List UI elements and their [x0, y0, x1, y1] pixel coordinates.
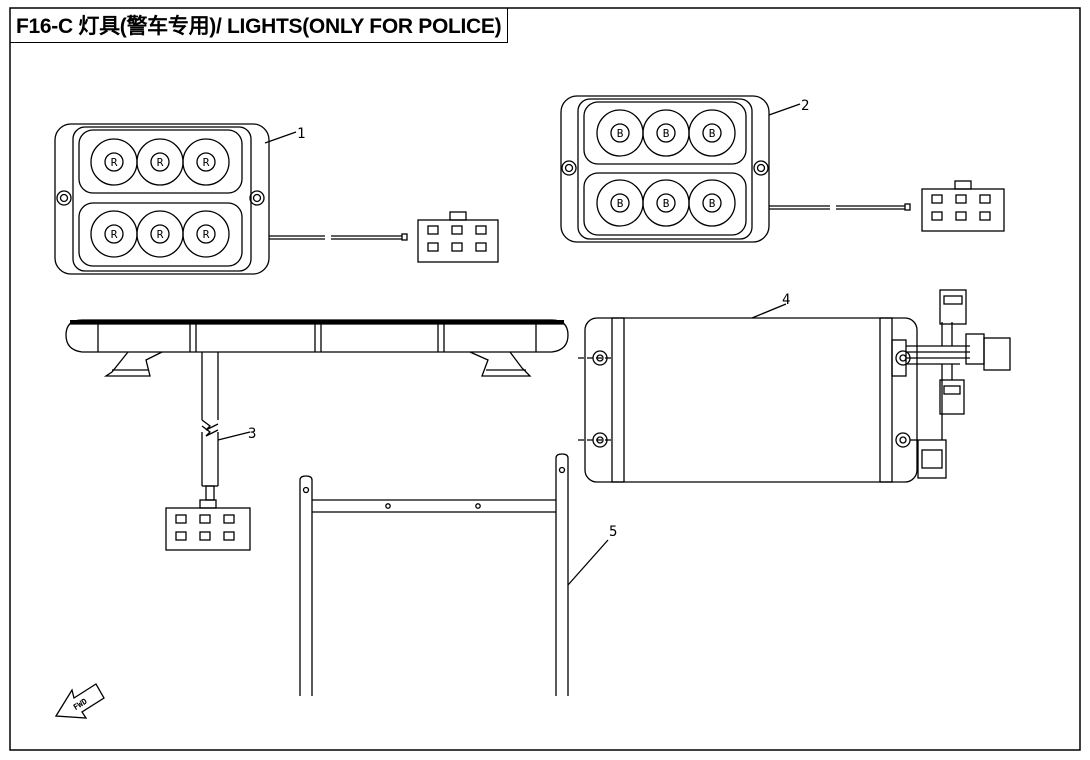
part-5-mount-frame	[299, 453, 609, 696]
lens-label: R	[157, 228, 164, 241]
lens-label: B	[709, 127, 716, 140]
lens-label: R	[203, 156, 210, 169]
callout-1: 1	[297, 126, 305, 142]
callout-4: 4	[782, 292, 790, 308]
lamp-1-lenses	[90, 138, 230, 258]
part-4-control-box	[578, 289, 1011, 483]
lamp-2-lens-labels: B B B B B B	[617, 127, 716, 210]
light-bar-top-edge	[70, 320, 564, 324]
lens-label: R	[111, 156, 118, 169]
lens-label: B	[617, 127, 624, 140]
part-2-blue-lamp	[560, 95, 1005, 243]
part-3-light-bar	[65, 319, 569, 551]
lens-label: B	[663, 127, 670, 140]
part-1-red-lamp	[54, 123, 499, 275]
callout-labels: 1 2 3 4 5	[248, 98, 809, 540]
callout-3: 3	[248, 426, 256, 442]
fwd-arrow-icon: FWD	[54, 683, 105, 719]
page-title: F16-C 灯具(警车专用)/ LIGHTS(ONLY FOR POLICE)	[10, 8, 509, 43]
lens-label: B	[617, 197, 624, 210]
lens-label: B	[663, 197, 670, 210]
callout-5: 5	[609, 524, 617, 540]
callout-2: 2	[801, 98, 809, 114]
lens-label: R	[203, 228, 210, 241]
drawing-frame	[9, 7, 1081, 751]
lamp-1-lens-labels: R R R R R R	[111, 156, 210, 241]
lens-label: R	[157, 156, 164, 169]
lens-label: B	[709, 197, 716, 210]
lamp-2-lenses	[596, 109, 736, 227]
lens-label: R	[111, 228, 118, 241]
